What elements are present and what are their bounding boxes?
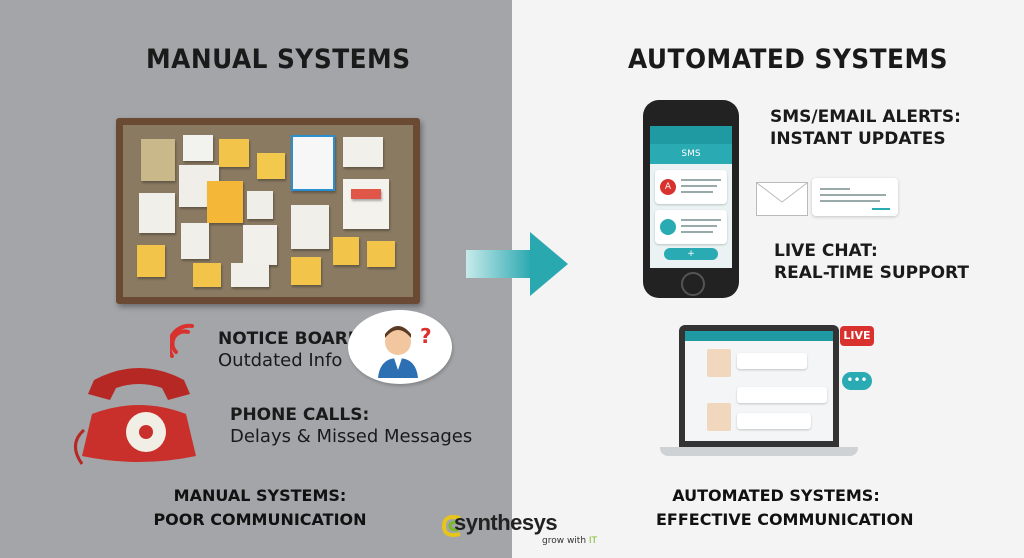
message-avatar: A	[660, 179, 676, 195]
sms-email-alerts-label: SMS/EMAIL ALERTS: INSTANT UPDATES	[770, 107, 961, 149]
automated-footer: AUTOMATED SYSTEMS: EFFECTIVE COMMUNICATI…	[656, 486, 914, 529]
notice-boards-label: NOTICE BOARDS: Outdated Info	[218, 329, 381, 371]
chat-dots-icon: •••	[842, 372, 872, 390]
live-badge: LIVE	[840, 326, 874, 346]
sound-waves-icon	[170, 323, 194, 358]
laptop-base	[660, 447, 858, 456]
phone-add-button[interactable]: +	[664, 248, 718, 260]
phone-calls-label: PHONE CALLS: Delays & Missed Messages	[230, 405, 473, 447]
phone-screen-title: SMS	[650, 144, 732, 164]
rotary-phone-icon	[74, 368, 196, 465]
laptop-chat-screen	[685, 331, 833, 441]
phone-home-button	[681, 272, 705, 296]
automated-systems-panel	[512, 0, 1024, 558]
synthesys-logo: synthesys grow with IT	[440, 510, 597, 548]
manual-footer: MANUAL SYSTEMS: POOR COMMUNICATION	[153, 486, 367, 529]
automated-systems-title: AUTOMATED SYSTEMS	[628, 44, 949, 75]
phone-message-card	[655, 210, 727, 244]
cork-board-icon	[116, 118, 420, 304]
logo-tagline: grow with IT	[542, 536, 598, 546]
laptop-icon	[679, 325, 839, 447]
arrow-right-icon	[466, 250, 532, 278]
email-card	[812, 178, 898, 216]
manual-systems-panel: MANUAL SYSTEMS NOTICE BOARDS: Outdated I…	[0, 0, 512, 558]
live-chat-label: LIVE CHAT: REAL-TIME SUPPORT	[774, 241, 969, 283]
logo-swirl-icon	[441, 515, 461, 537]
question-mark: ?	[420, 324, 432, 348]
smartphone-icon: SMS A +	[643, 100, 739, 298]
logo-name: synthesys	[454, 510, 558, 535]
envelope-icon	[756, 182, 808, 216]
phone-screen: SMS A +	[650, 126, 732, 268]
phone-message-card: A	[655, 170, 727, 204]
arrow-head	[530, 232, 568, 296]
manual-systems-title: MANUAL SYSTEMS	[146, 44, 411, 75]
confused-person-icon: ?	[348, 310, 452, 384]
